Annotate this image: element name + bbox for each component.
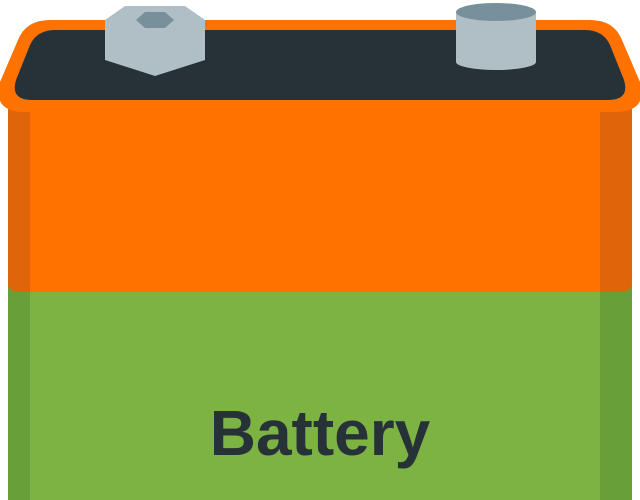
battery-green-front [20,282,620,500]
cylinder-terminal-bottom [456,54,536,70]
cylinder-terminal-top [456,3,536,21]
battery-orange-right-edge [600,100,632,292]
battery-orange-left-edge [8,100,30,292]
battery-orange-front [8,100,632,292]
battery-label: Battery [210,397,431,469]
hex-terminal-top-face [136,12,174,28]
battery-green-left-edge [8,282,30,500]
battery-lower-body [8,282,632,500]
cylinder-terminal-icon [456,3,536,70]
battery-cap [0,20,640,112]
battery-green-right-edge [600,282,632,500]
hexagon-nut-terminal-icon [105,6,205,76]
battery-upper-body [8,100,632,292]
